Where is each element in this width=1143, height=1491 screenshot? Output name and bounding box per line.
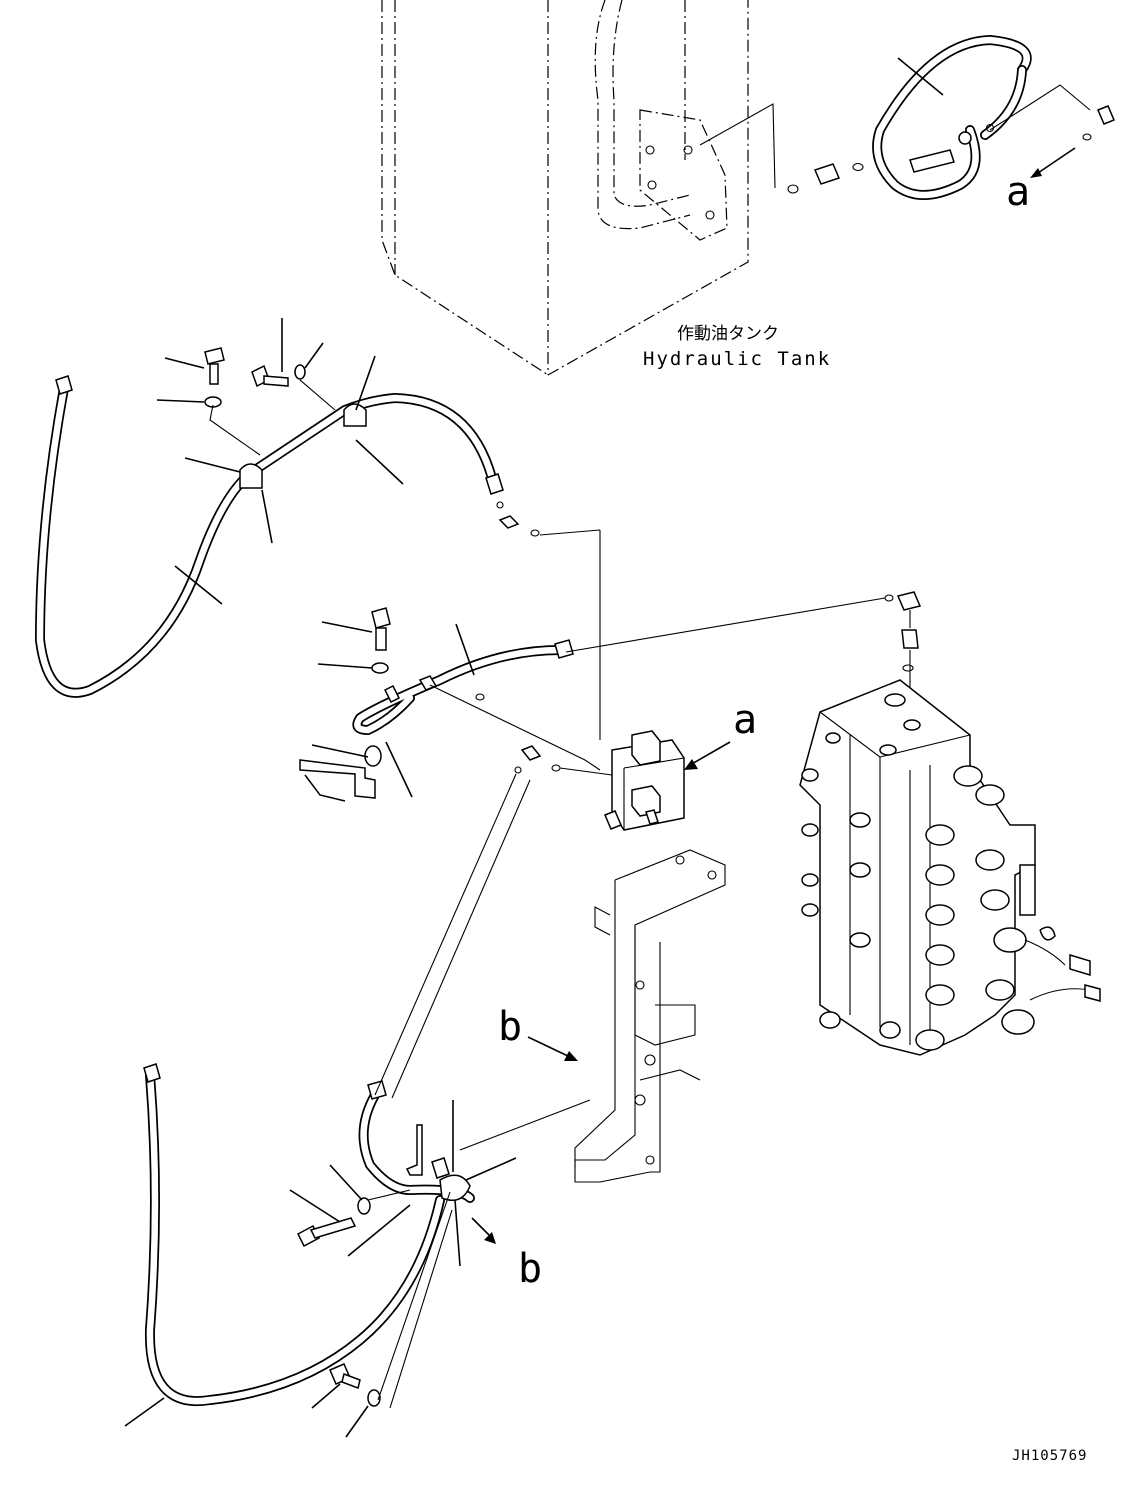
drawing-number: JH105769 xyxy=(1012,1448,1087,1464)
view-b-label-bottom: b xyxy=(518,1246,542,1292)
view-b-arrows xyxy=(471,1036,578,1244)
view-b-label-left: b xyxy=(498,1004,522,1050)
pilot-hose-lower xyxy=(124,773,591,1438)
view-a-label-top: a xyxy=(1006,169,1030,215)
tank-return-hose xyxy=(699,34,1115,200)
control-valve xyxy=(799,679,1101,1056)
pilot-hose-middle xyxy=(299,594,894,802)
solenoid-valve xyxy=(514,529,731,831)
mounting-bracket xyxy=(574,849,726,1183)
valve-spools xyxy=(801,765,1035,1051)
tank-label: 作動油タンク Hydraulic Tank xyxy=(643,324,831,370)
tank-label-en: Hydraulic Tank xyxy=(643,348,831,370)
view-a-label-mid: a xyxy=(733,697,757,743)
pilot-hose-upper xyxy=(34,318,540,698)
hydraulic-tank xyxy=(381,0,749,376)
valve-fittings xyxy=(896,591,922,705)
tank-label-jp: 作動油タンク xyxy=(677,324,779,344)
